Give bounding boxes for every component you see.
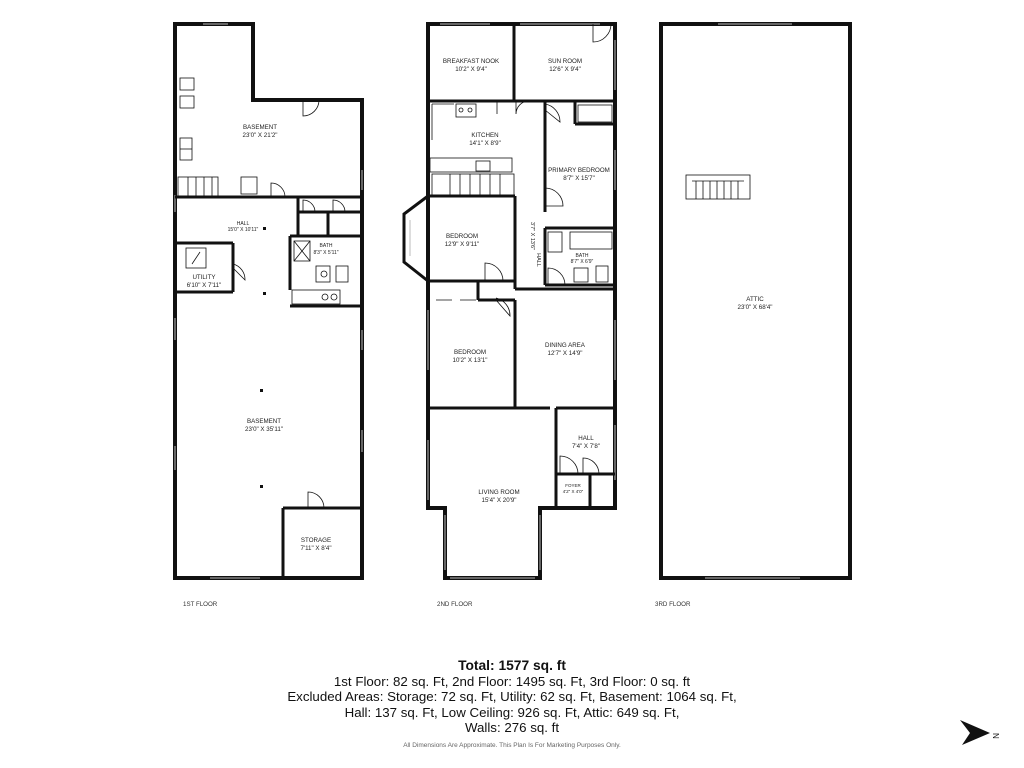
room-dims-basement-main: 23'0" X 35'11" xyxy=(245,426,283,433)
room-name-primary-bedroom: PRIMARY BEDROOM xyxy=(548,167,610,174)
third-floor xyxy=(659,22,852,580)
room-dims-basement-top: 23'0" X 21'2" xyxy=(243,132,278,139)
room-name-bedroom-2: BEDROOM xyxy=(454,349,486,356)
first-floor-doors xyxy=(232,99,346,509)
third-floor-windows xyxy=(705,23,800,579)
room-dims-hall-second: 7'4" X 7'8" xyxy=(572,443,600,450)
room-dims-dining-area: 12'7" X 14'9" xyxy=(548,350,583,357)
first-floor-fixtures xyxy=(177,77,349,305)
disclaimer: All Dimensions Are Approximate. This Pla… xyxy=(403,742,621,749)
floor-label-second: 2ND FLOOR xyxy=(437,601,473,608)
room-name-breakfast-nook: BREAKFAST NOOK xyxy=(443,58,500,65)
bay-window xyxy=(402,194,429,283)
room-name-hall-first: HALL xyxy=(237,221,250,227)
room-dims-hall-vertical: 3'7" X 13'6" xyxy=(529,222,535,250)
room-name-kitchen: KITCHEN xyxy=(471,132,498,139)
first-floor-exterior-wall xyxy=(173,22,364,580)
first-floor-interior-walls xyxy=(175,195,362,578)
room-name-hall-second: HALL xyxy=(578,435,594,442)
room-name-living-room: LIVING ROOM xyxy=(478,489,519,496)
north-arrow-icon xyxy=(960,720,990,745)
room-name-foyer: FOYER xyxy=(565,483,581,488)
room-dims-sun-room: 12'6" X 9'4" xyxy=(549,66,581,73)
summary-line-2: Excluded Areas: Storage: 72 sq. Ft, Util… xyxy=(287,689,737,704)
room-dims-attic: 23'0" X 68'4" xyxy=(738,304,773,311)
room-dims-foyer: 4'2" X 4'0" xyxy=(563,489,584,494)
room-dims-breakfast-nook: 10'2" X 9'4" xyxy=(455,66,487,73)
second-floor-fixtures xyxy=(429,103,613,283)
room-name-bath-second: BATH xyxy=(576,253,589,259)
room-name-sun-room: SUN ROOM xyxy=(548,58,582,65)
room-name-storage: STORAGE xyxy=(301,537,331,544)
room-name-dining-area: DINING AREA xyxy=(545,342,586,349)
second-floor-doors xyxy=(436,23,612,475)
summary-line-3: Hall: 137 sq. Ft, Low Ceiling: 926 sq. F… xyxy=(344,704,680,720)
area-summary: Total: 1577 sq. ft 1st Floor: 82 sq. Ft,… xyxy=(0,658,1024,736)
second-floor-exterior-wall xyxy=(426,22,617,580)
attic-stair xyxy=(685,174,751,200)
room-dims-hall-first: 15'0" X 10'11" xyxy=(228,227,259,233)
room-dims-living-room: 15'4" X 20'9" xyxy=(482,497,517,504)
floor-label-third: 3RD FLOOR xyxy=(655,601,691,608)
summary-line-4: Walls: 276 sq. ft xyxy=(464,720,560,735)
summary-line-1: 1st Floor: 82 sq. Ft, 2nd Floor: 1495 sq… xyxy=(333,673,691,689)
room-dims-kitchen: 14'1" X 8'9" xyxy=(469,140,501,147)
first-floor-posts xyxy=(260,227,266,488)
room-dims-bedroom-1: 12'9" X 9'11" xyxy=(445,241,480,248)
first-floor-windows xyxy=(174,23,363,579)
room-name-attic: ATTIC xyxy=(746,296,764,303)
room-dims-primary-bedroom: 8'7" X 15'7" xyxy=(563,175,595,182)
room-name-basement-top: BASEMENT xyxy=(243,124,277,131)
total-area: Total: 1577 sq. ft xyxy=(458,658,566,673)
room-name-basement-main: BASEMENT xyxy=(247,418,281,425)
room-name-utility: UTILITY xyxy=(192,274,215,281)
room-dims-utility: 6'10" X 7'11" xyxy=(187,282,222,289)
first-floor xyxy=(173,22,364,580)
room-dims-bath-first: 8'3" X 5'11" xyxy=(313,250,338,256)
north-label: N xyxy=(991,733,1000,739)
floor-label-first: 1ST FLOOR xyxy=(183,601,218,608)
second-floor xyxy=(402,22,617,580)
room-dims-bedroom-2: 10'2" X 13'1" xyxy=(453,357,488,364)
room-dims-bath-second: 8'7" X 6'9" xyxy=(571,259,594,265)
room-dims-storage: 7'11" X 8'4" xyxy=(300,545,331,552)
room-name-bedroom-1: BEDROOM xyxy=(446,233,478,240)
second-floor-interior-walls xyxy=(428,24,615,508)
room-name-hall-vertical: HALL xyxy=(535,253,541,267)
second-floor-windows xyxy=(427,23,616,579)
room-name-bath-first: BATH xyxy=(320,243,333,249)
